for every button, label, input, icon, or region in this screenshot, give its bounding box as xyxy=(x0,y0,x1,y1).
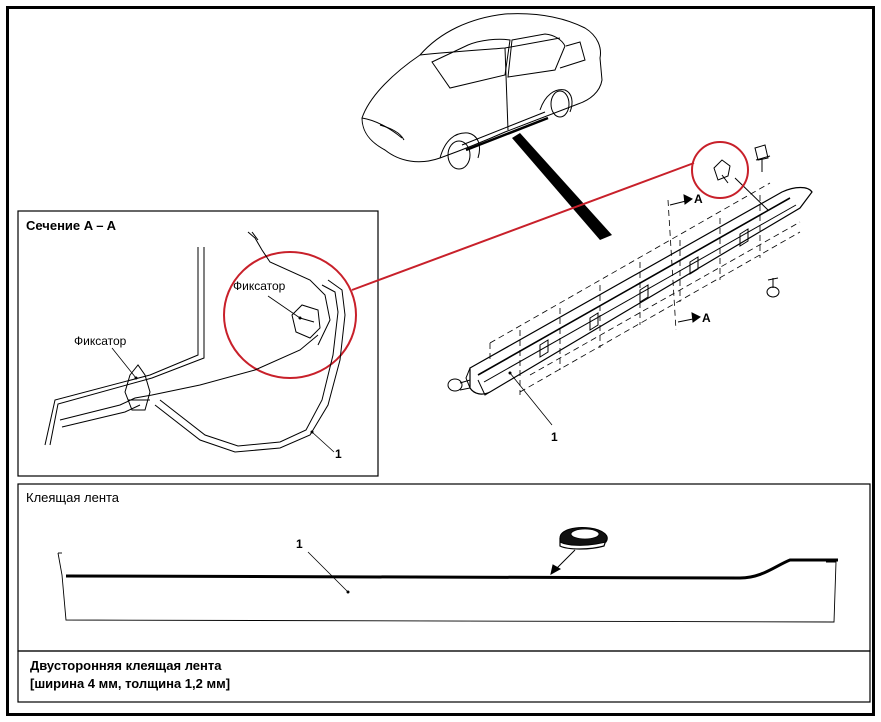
tape-roll-icon xyxy=(559,527,608,550)
main-leader-line xyxy=(509,372,553,426)
section-clip-label-left: Фиксатор xyxy=(74,334,127,348)
section-callout-number: 1 xyxy=(335,447,342,461)
section-leader-dot-left xyxy=(134,376,138,380)
section-box xyxy=(17,210,379,477)
main-callout-number: 1 xyxy=(551,430,558,444)
tape-panel-box xyxy=(17,483,871,652)
tape-pointer-arrow xyxy=(550,549,576,575)
diagram-frame xyxy=(6,6,875,716)
tape-leader-line xyxy=(307,551,349,593)
section-leader-part xyxy=(311,431,335,453)
section-leader-clip-right xyxy=(267,295,301,319)
highlight-connector xyxy=(351,162,695,291)
tape-panel-title: Клеящая лента xyxy=(26,490,120,505)
note-line-1: Двусторонняя клеящая лента xyxy=(30,658,222,673)
section-arrow-top xyxy=(669,194,693,206)
push-clip-left xyxy=(447,378,471,392)
section-leader-dot-right xyxy=(298,316,302,320)
pointer-wedge xyxy=(512,133,612,240)
section-title: Сечение A – A xyxy=(26,218,117,233)
main-leader-dot xyxy=(508,371,512,375)
note-box xyxy=(17,650,871,703)
tape-callout-number: 1 xyxy=(296,537,303,551)
screw-fastener-top xyxy=(754,144,771,172)
section-cross-drawing xyxy=(44,231,346,453)
side-skirt-illustration xyxy=(465,182,813,396)
note-line-2: [ширина 4 мм, толщина 1,2 мм] xyxy=(30,676,231,691)
main-arrow-label-top: A xyxy=(694,192,703,206)
tape-skirt-outline xyxy=(57,552,838,623)
main-arrow-label-bottom: A xyxy=(702,311,711,325)
clip-part-highlighted xyxy=(713,159,769,211)
tape-leader-dot xyxy=(346,590,350,594)
car-illustration xyxy=(361,13,603,170)
highlight-circle-main xyxy=(691,141,749,199)
highlight-circle-section xyxy=(223,251,357,379)
section-arrow-bottom xyxy=(677,312,701,323)
section-leader-dot-part xyxy=(310,430,314,434)
screw-fastener-right xyxy=(766,277,780,298)
section-clip-label-right: Фиксатор xyxy=(233,279,286,293)
section-leader-clip-left xyxy=(111,347,137,379)
